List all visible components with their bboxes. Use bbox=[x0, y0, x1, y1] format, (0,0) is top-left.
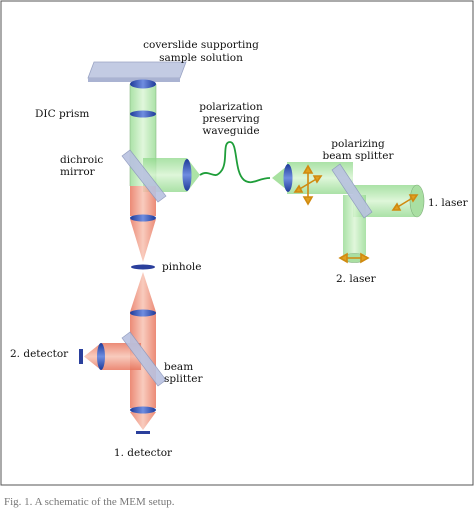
collimator-lens bbox=[182, 159, 192, 191]
label-pinhole: pinhole bbox=[162, 261, 202, 273]
beam-splitter bbox=[121, 331, 167, 387]
dic-prism bbox=[130, 110, 156, 118]
pinhole-aperture bbox=[131, 264, 155, 270]
dichroic-mirror bbox=[121, 149, 167, 203]
tube-lens bbox=[130, 214, 156, 222]
label-dichroic-2: mirror bbox=[60, 166, 96, 178]
label-dic-prism: DIC prism bbox=[35, 108, 89, 120]
label-waveguide-2: preserving bbox=[202, 113, 260, 125]
detector1 bbox=[136, 431, 150, 434]
detector2 bbox=[79, 349, 83, 364]
figure-caption: Fig. 1. A schematic of the MEM setup. bbox=[4, 496, 175, 508]
label-detector2: 2. detector bbox=[10, 348, 69, 360]
label-laser2: 2. laser bbox=[336, 273, 377, 285]
figure-frame bbox=[0, 0, 474, 486]
label-pbs-2: beam splitter bbox=[323, 150, 395, 162]
label-laser1: 1. laser bbox=[428, 197, 469, 209]
polarization-arrows-combined bbox=[293, 164, 323, 206]
relay-lens bbox=[130, 309, 156, 317]
polarization-arrow-laser2 bbox=[338, 252, 370, 264]
label-dichroic-1: dichroic bbox=[60, 154, 103, 166]
label-beam-splitter-1: beam bbox=[164, 361, 193, 373]
fiber-output-lens bbox=[283, 164, 293, 192]
polarization-arrow-laser1 bbox=[391, 194, 419, 211]
emission-beam-upper bbox=[130, 186, 156, 262]
label-waveguide-1: polarization bbox=[199, 101, 263, 113]
label-pbs-1: polarizing bbox=[331, 138, 385, 150]
excitation-beam-vertical bbox=[129, 67, 157, 186]
detector1-lens bbox=[130, 406, 156, 414]
detector2-lens bbox=[97, 343, 105, 370]
label-coverslide-1: coverslide supporting bbox=[143, 39, 259, 51]
label-beam-splitter-2: splitter bbox=[164, 373, 203, 385]
waveguide-fiber bbox=[199, 141, 271, 184]
objective-lens bbox=[130, 79, 156, 89]
coverslide bbox=[87, 61, 187, 82]
polarizing-beam-splitter bbox=[331, 163, 373, 219]
label-coverslide-2: sample solution bbox=[159, 52, 243, 64]
label-detector1: 1. detector bbox=[114, 447, 173, 459]
label-waveguide-3: waveguide bbox=[202, 125, 259, 137]
